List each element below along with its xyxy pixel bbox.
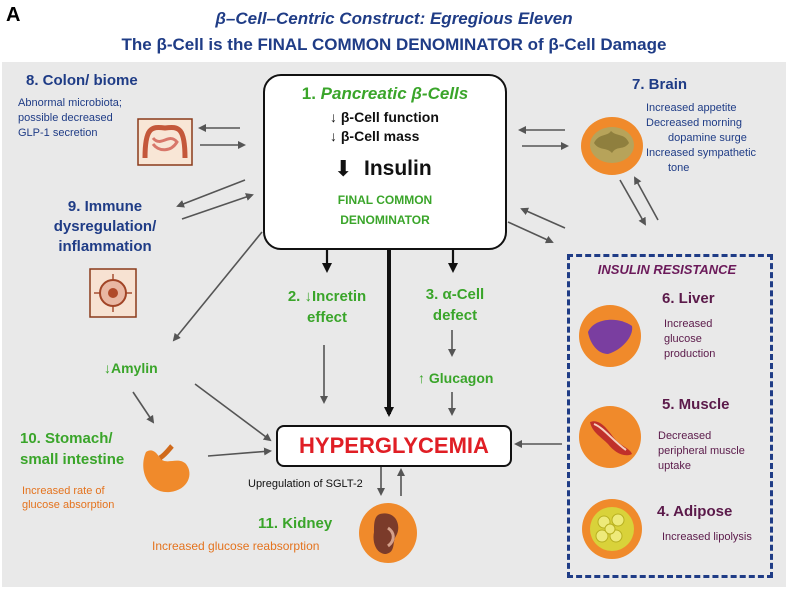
insulin-resistance-title: INSULIN RESISTANCE [597, 262, 737, 277]
arrow-ir-to-brain [634, 176, 659, 221]
adipose-title: 4. Adipose [657, 503, 733, 520]
immune-title: 9. Immune dysregulation/ inflammation [53, 198, 157, 255]
incretin-label: 2. ↓Incretin effect [287, 288, 367, 326]
arrow-pancreas-to-amylin [172, 231, 263, 342]
insulin-label: Insulin [364, 157, 432, 180]
insulin-resistance-box [567, 254, 773, 578]
stomach-title: 10. Stomach/ small intestine [20, 430, 125, 468]
final-common-line1: FINAL COMMON [337, 193, 433, 207]
hyperglycemia-box: HYPERGLYCEMIA [276, 425, 512, 467]
amylin-label: ↓Amylin [104, 360, 158, 376]
brain-title: 7. Brain [632, 76, 688, 93]
liver-icon [579, 305, 641, 367]
pancreatic-beta-cells-box [263, 74, 507, 250]
arrow-pancreas-to-ir [507, 221, 554, 244]
adipose-desc: Increased lipolysis [662, 531, 752, 543]
kidney-desc: Increased glucose reabsorption [152, 539, 320, 553]
brain-icon [581, 117, 643, 175]
muscle-icon [579, 406, 641, 468]
arrow-brain-to-ir [619, 179, 646, 226]
beta-cell-function: ↓ β-Cell function [330, 109, 439, 125]
adipose-icon [582, 499, 642, 559]
inflammation-icon [89, 268, 137, 318]
arrow-amylin-to-hyper [194, 383, 272, 442]
stomach-desc: Increased rate of glucose absorption [22, 485, 115, 511]
final-common-line2: DENOMINATOR [340, 213, 430, 227]
arrow-immune-to-pancreas [181, 193, 254, 220]
brain-desc: Increased appetite Decreased morning dop… [646, 102, 757, 174]
alpha-cell-label: 3. α-Cell defect [425, 286, 485, 324]
colon-icon [137, 118, 193, 166]
arrow-amylin-to-stomach [132, 391, 155, 424]
sglt2-label: Upregulation of SGLT-2 [248, 478, 363, 490]
liver-desc: Increased glucose production [664, 318, 716, 360]
beta-cell-mass: ↓ β-Cell mass [330, 128, 420, 144]
kidney-title: 11. Kidney [258, 515, 333, 532]
figure-letter: A [6, 4, 21, 26]
stomach-icon [143, 444, 190, 493]
arrow-stomach-to-hyper [207, 447, 272, 457]
muscle-desc: Decreased peripheral muscle uptake [658, 430, 745, 472]
arrow-pancreas-to-immune [176, 179, 246, 208]
pancreas-heading-number: 1. [301, 84, 321, 103]
colon-title: 8. Colon/ biome [26, 72, 138, 89]
glucagon-label: ↑ Glucagon [418, 370, 494, 386]
title-line-2: The β-Cell is the FINAL COMMON DENOMINAT… [121, 35, 667, 54]
title-line-1: β–Cell–Centric Construct: Egregious Elev… [215, 9, 573, 28]
down-arrow-icon: ⬇ [334, 156, 353, 181]
kidney-icon [359, 503, 417, 563]
colon-desc: Abnormal microbiota; possible decreased … [18, 97, 122, 139]
pancreas-heading: 1. Pancreatic β-Cells [263, 84, 507, 104]
pancreas-heading-name: Pancreatic β-Cells [320, 84, 469, 103]
arrow-ir-to-pancreas [520, 207, 566, 229]
liver-title: 6. Liver [662, 290, 715, 307]
muscle-title: 5. Muscle [662, 396, 730, 413]
